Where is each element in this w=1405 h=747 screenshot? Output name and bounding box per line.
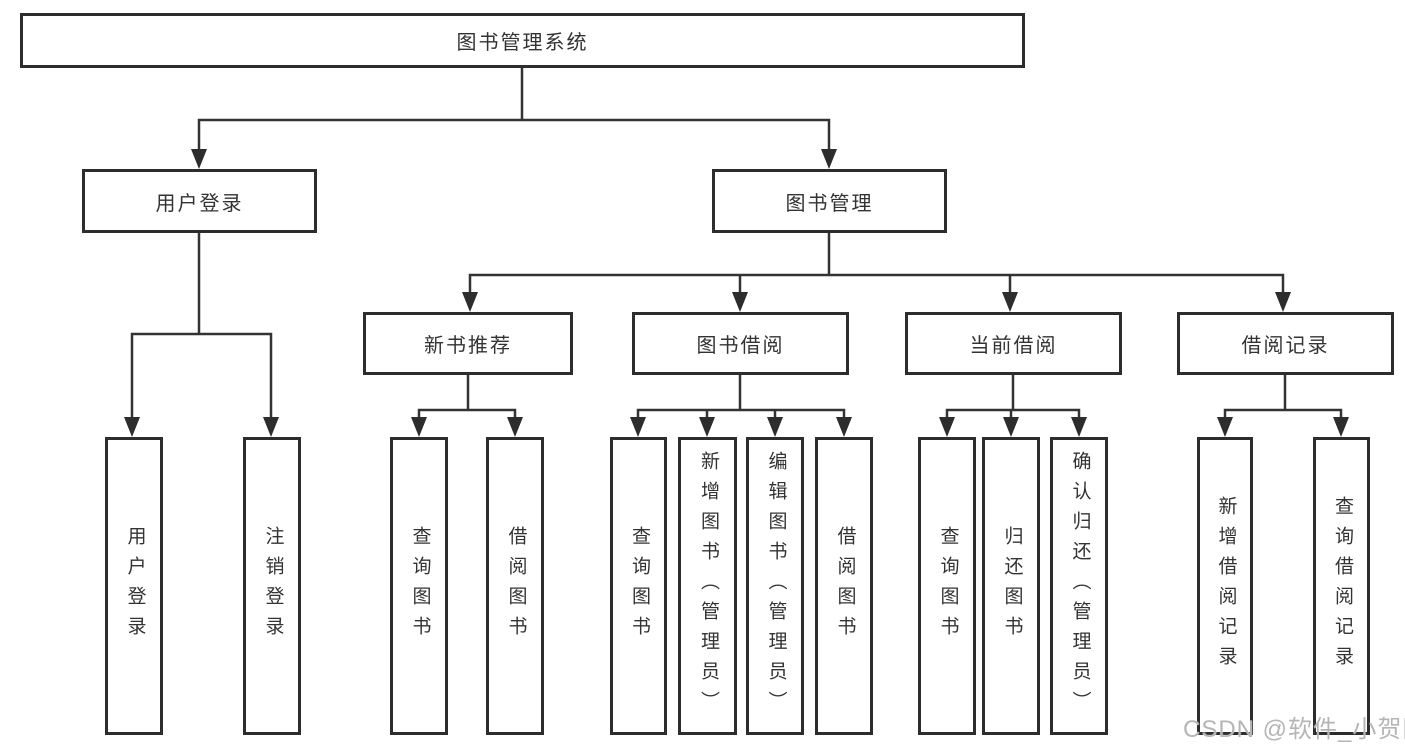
leaf-label: 归还图书 [1001,526,1023,646]
watermark: CSDN @软件_小贺同学 [1183,716,1405,743]
arrow-down-icon [630,417,646,437]
arrow-down-icon [263,417,279,437]
leaf-label: 查询借阅记录 [1331,496,1353,676]
leaf-label: 借阅图书 [834,526,856,646]
connector-new-book-recommend [417,373,517,427]
arrow-down-icon [1071,417,1087,437]
arrow-down-icon [124,417,140,437]
node-leaf-borrow-books-1: 借阅图书 [486,437,544,735]
arrow-down-icon [1002,292,1018,312]
connector-borrow-record [1223,373,1343,427]
leaf-label: 新增图书（管理员） [697,451,719,721]
connector-book-management [468,231,1285,302]
node-leaf-query-books-1: 查询图书 [390,437,448,735]
arrow-down-icon [1275,292,1291,312]
arrow-down-icon [767,417,783,437]
arrow-down-icon [1333,417,1349,437]
node-leaf-return-books: 归还图书 [982,437,1040,735]
node-leaf-query-borrow-record: 查询借阅记录 [1313,437,1370,735]
arrow-down-icon [462,292,478,312]
leaf-label: 查询图书 [937,526,959,646]
node-book-management: 图书管理 [712,169,947,233]
node-library-management-system: 图书管理系统 [20,13,1025,68]
node-new-book-recommend: 新书推荐 [363,312,573,375]
node-current-borrow: 当前借阅 [905,312,1122,375]
leaf-label: 用户登录 [124,526,146,646]
connector-user-login [130,231,273,427]
node-leaf-borrow-books-2: 借阅图书 [815,437,873,735]
node-book-borrow: 图书借阅 [632,312,849,375]
arrow-down-icon [699,417,715,437]
leaf-label: 编辑图书（管理员） [765,451,787,721]
leaf-label: 确认归还（管理员） [1069,451,1091,721]
node-leaf-user-login: 用户登录 [105,437,163,735]
arrow-down-icon [732,292,748,312]
node-leaf-add-borrow-record: 新增借阅记录 [1197,437,1253,735]
connector-root [197,66,831,159]
leaf-label: 查询图书 [409,526,431,646]
node-leaf-edit-books-admin: 编辑图书（管理员） [746,437,804,735]
arrow-down-icon [411,417,427,437]
arrow-down-icon [1217,417,1233,437]
connector-current-borrow [945,373,1081,427]
arrow-down-icon [1003,417,1019,437]
leaf-label: 注销登录 [262,526,284,646]
arrow-down-icon [507,417,523,437]
leaf-label: 新增借阅记录 [1215,496,1237,676]
node-leaf-confirm-return-admin: 确认归还（管理员） [1050,437,1108,735]
connector-book-borrow [636,373,846,427]
arrow-down-icon [836,417,852,437]
node-user-login: 用户登录 [82,169,317,233]
node-leaf-logout: 注销登录 [243,437,301,735]
node-leaf-query-books-3: 查询图书 [918,437,976,735]
node-leaf-query-books-2: 查询图书 [610,437,667,735]
node-borrow-record: 借阅记录 [1177,312,1394,375]
leaf-label: 查询图书 [628,526,650,646]
arrow-down-icon [939,417,955,437]
leaf-label: 借阅图书 [505,526,527,646]
node-leaf-add-books-admin: 新增图书（管理员） [678,437,737,735]
arrow-down-icon [821,149,837,169]
arrow-down-icon [191,149,207,169]
